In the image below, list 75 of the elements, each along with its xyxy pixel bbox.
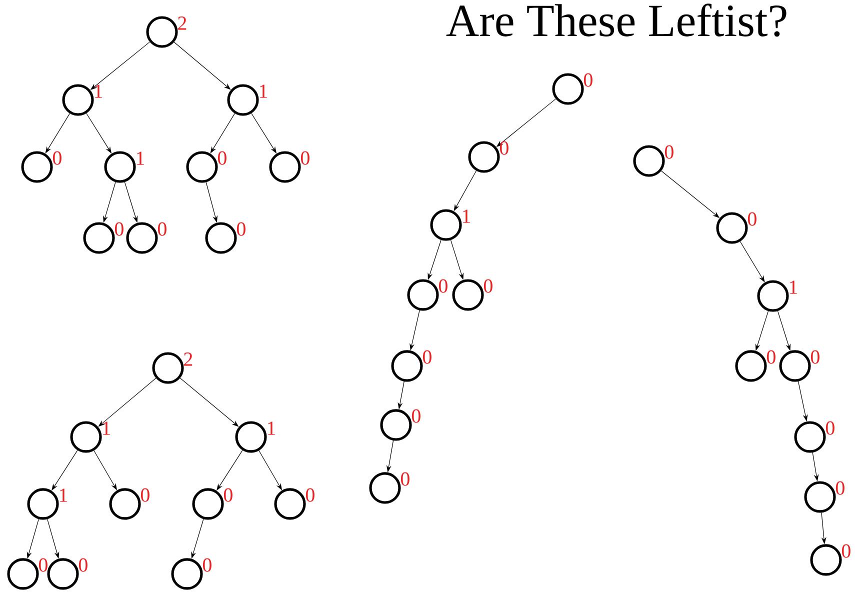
- rank-label: 1: [94, 84, 102, 98]
- rank-label: 0: [766, 350, 776, 364]
- rank-label: 0: [38, 558, 48, 572]
- rank-label: 1: [260, 84, 267, 98]
- arrow: [98, 378, 156, 427]
- tree-node-circle: [804, 481, 836, 513]
- tree-node-circle: [235, 421, 267, 453]
- tree-node-circle: [552, 73, 584, 105]
- tree-node-circle: [104, 151, 136, 183]
- tree-node-circle: [152, 352, 184, 384]
- tree-node-circle: [227, 84, 259, 116]
- tree-node-circle: [192, 488, 224, 520]
- rank-label: 0: [224, 488, 232, 502]
- tree-node-circle: [21, 151, 53, 183]
- tree-node-circle: [391, 350, 423, 382]
- rank-label: 1: [136, 152, 144, 165]
- tree-node-circle: [274, 488, 306, 520]
- tree-node-circle: [83, 222, 115, 254]
- rank-label: 1: [102, 422, 110, 435]
- tree-node-circle: [633, 145, 665, 177]
- tree-node-circle: [369, 472, 401, 504]
- tree-node-circle: [794, 421, 826, 453]
- tree-node-circle: [146, 16, 178, 48]
- tree-node-circle: [380, 409, 412, 441]
- tree-node-circle: [779, 350, 811, 382]
- rank-label: 0: [664, 145, 674, 159]
- rank-label: 1: [462, 210, 470, 223]
- rank-label: 0: [422, 350, 432, 364]
- tree-node-circle: [810, 544, 842, 576]
- tree-node-circle: [27, 488, 59, 520]
- rank-label: 0: [400, 472, 410, 486]
- rank-label: 0: [826, 421, 834, 435]
- tree-node-circle: [269, 151, 301, 183]
- rank-label: 1: [790, 280, 797, 294]
- rank-label: 0: [218, 151, 226, 165]
- tree-node-circle: [716, 212, 748, 244]
- rank-label: 0: [202, 558, 212, 572]
- tree-node-circle: [205, 222, 237, 254]
- tree-node-circle: [47, 558, 79, 590]
- rank-label: 0: [114, 222, 124, 236]
- tree-node-circle: [109, 488, 141, 520]
- rank-label: 0: [412, 409, 420, 423]
- tree-node-circle: [735, 350, 767, 382]
- rank-label: 0: [140, 488, 150, 502]
- rank-label: 1: [60, 488, 67, 502]
- tree-node-circle: [186, 151, 218, 183]
- title: Are These Leftist?: [446, 4, 786, 37]
- rank-label: 0: [748, 212, 756, 226]
- rank-label: 0: [810, 350, 820, 364]
- rank-label: 0: [306, 488, 314, 502]
- tree-node-circle: [70, 421, 102, 453]
- rank-label: 0: [484, 279, 492, 293]
- tree-node-circle: [62, 84, 94, 116]
- tree-node-circle: [452, 279, 484, 311]
- rank-label: 0: [836, 481, 844, 495]
- tree-node-circle: [757, 280, 789, 312]
- rank-label: 0: [236, 222, 246, 236]
- rank-label: 0: [52, 151, 62, 165]
- rank-label: 2: [178, 16, 186, 30]
- tree-node-circle: [430, 209, 462, 241]
- arrow: [174, 42, 231, 90]
- rank-label: 1: [268, 422, 275, 435]
- tree-node-circle: [7, 558, 39, 590]
- tree-node-circle: [126, 222, 158, 254]
- tree-node-circle: [171, 558, 203, 590]
- tree-node-circle: [468, 141, 500, 173]
- rank-label: 0: [500, 141, 508, 155]
- tree-node-circle: [407, 279, 439, 311]
- rank-label: 2: [184, 352, 192, 366]
- rank-label: 0: [158, 222, 166, 236]
- rank-label: 0: [300, 151, 310, 165]
- rank-label: 0: [842, 544, 850, 558]
- rank-label: 0: [438, 279, 448, 293]
- rank-label: 0: [584, 73, 592, 87]
- rank-label: 0: [78, 558, 88, 572]
